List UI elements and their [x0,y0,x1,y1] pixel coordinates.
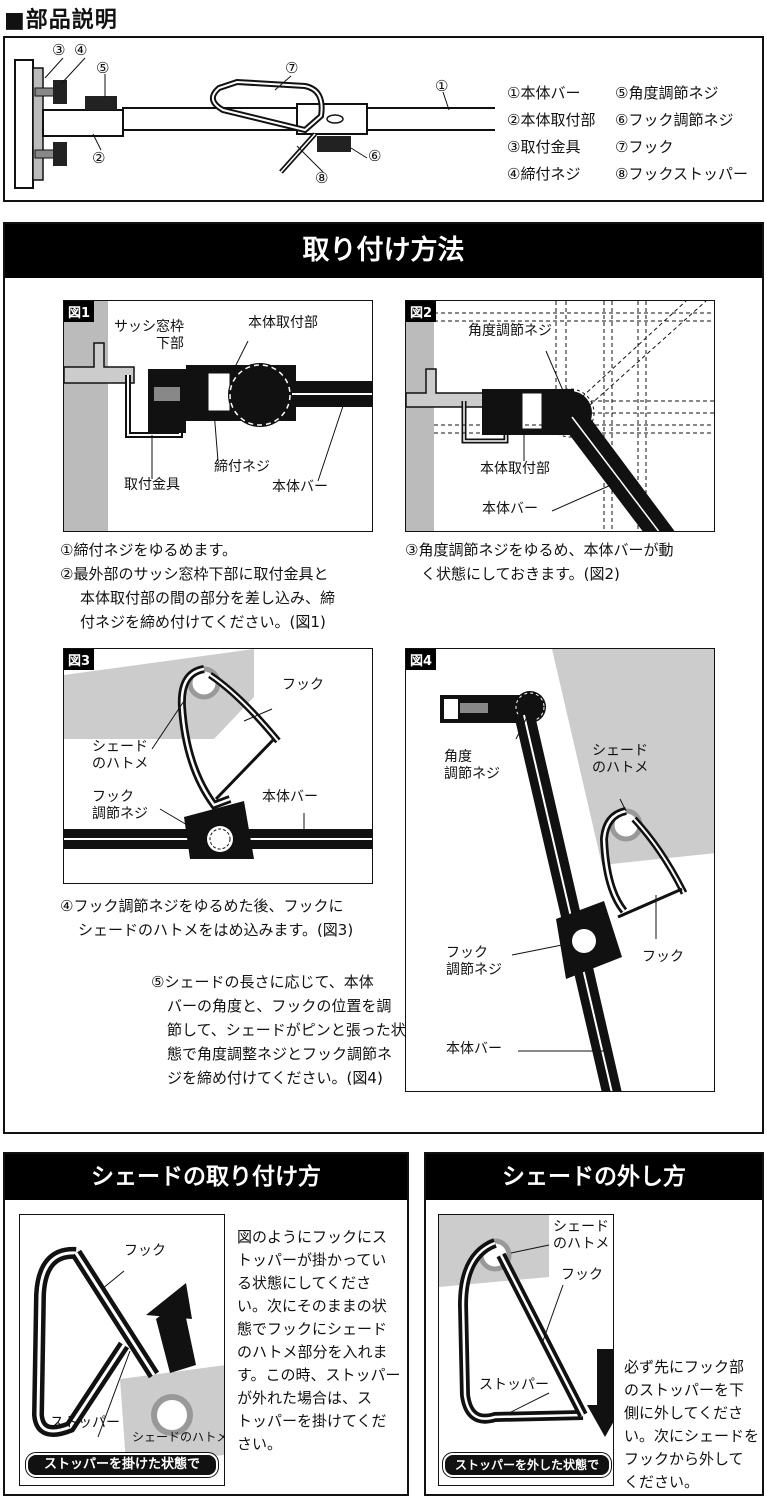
step-5-line1: ⑤シェードの長さに応じて、本体 [151,973,374,991]
figure-2: 図2 角度調節ネジ 本体取付部 本体バー [405,300,715,532]
label-hook: フック [561,1267,603,1283]
legend-item: ⑥フック調節ネジ [615,111,734,129]
step-3-line2: く状態にしておきます。(図2) [421,565,620,583]
figure-1: 図1 サッシ窓枠 下部 本体取付部 締付ネジ 取付金具 本体バー [63,300,373,532]
parts-legend: ①本体バー ⑤角度調節ネジ ②本体取付部 ⑥フック調節ネジ ③取付金具 ⑦フック… [507,82,763,184]
parts-title: ■部品説明 [4,8,118,33]
callout-6: ⑥ [368,147,382,165]
legend-item: ④締付ネジ [507,165,581,183]
callout-4: ④ [74,41,88,59]
step-5-line3: 節して、シェードがピンと張った状 [167,1021,406,1039]
attach-figure: フック ストッパー シェードのハトメ ストッパーを掛けた状態で [19,1214,225,1486]
label-hook: フック [282,677,324,693]
label-mount: 本体取付部 [248,315,318,331]
step-1: ①締付ネジをゆるめます。 [60,541,237,559]
callout-8: ⑧ [315,169,329,187]
remove-box: シェードの外し方 シェード のハトメ フック ストッパー ストッパーを外した状態… [424,1152,764,1496]
callout-7: ⑦ [285,59,299,77]
label-angle: 角度 調節ネジ [444,749,500,782]
legend-item: ①本体バー [507,84,581,102]
step-4-line2: シェードのハトメをはめ込みます。(図3) [78,921,354,939]
label-sash: サッシ窓枠 下部 [114,319,184,352]
label-hook: フック [124,1243,166,1259]
attach-box: シェードの取り付け方 フック ストッパー シェードのハトメ ストッパーを掛けた状… [3,1152,409,1496]
label-grommet: シェード のハトメ [592,743,649,777]
label-mount: 本体取付部 [480,461,550,478]
legend-item: ②本体取付部 [507,111,596,129]
step-2-line1: ②最外部のサッシ窓枠下部に取付金具と [60,565,329,583]
label-angle: 角度調節ネジ [468,323,552,340]
label-bracket: 取付金具 [124,477,180,493]
label-stopper: ストッパー [479,1377,549,1393]
step-5-line2: バーの角度と、フックの位置を調 [167,997,392,1015]
figure-3-tag: 図3 [64,649,95,670]
label-stopper: ストッパー [50,1415,120,1431]
legend-item: ⑤角度調節ネジ [615,84,719,102]
step-3-line1: ③角度調節ネジをゆるめ、本体バーが動 [405,541,674,559]
attach-title: シェードの取り付け方 [5,1154,407,1200]
figure-2-tag: 図2 [406,301,437,322]
label-grommet: シェード のハトメ [553,1219,610,1252]
figure-4: 図4 角度 調節ネジ シェード のハトメ フック フック 調節ネジ 本体バー [405,648,715,1092]
figure-4-tag: 図4 [406,649,437,670]
label-bar: 本体バー [262,789,318,805]
remove-condition-pill: ストッパーを外した状態で [442,1452,612,1478]
label-bar: 本体バー [272,479,328,495]
label-grommet: シェード のハトメ [92,739,149,772]
remove-title: シェードの外し方 [426,1154,762,1200]
parts-diagram [14,57,495,189]
attach-condition-pill: ストッパーを掛けた状態で [25,1452,219,1478]
label-hookscrew: フック 調節ネジ [92,789,148,822]
label-hookscrew: フック 調節ネジ [446,945,502,978]
callout-3: ③ [52,41,66,59]
step-5-line5: ジを締め付けてください。(図4) [167,1069,383,1087]
parts-box: ③ ④ ⑤ ⑦ ① ② ⑥ ⑧ ①本体バー ⑤角度調節ネジ ②本体取付部 ⑥フッ… [3,36,764,202]
label-bar: 本体バー [482,501,538,518]
step-2-line2: 本体取付部の間の部分を差し込み、締 [80,589,336,607]
attach-text: 図のようにフックにス トッパーが掛かってい る状態にしてくださ い。次にそのまま… [237,1228,401,1453]
step-5-line4: 態で角度調整ネジとフック調節ネ [167,1045,393,1063]
callout-2: ② [92,149,106,167]
legend-item: ⑦フック [615,138,674,156]
label-grommet: シェードのハトメ [132,1430,225,1444]
figure-3: 図3 フック シェード のハトメ フック 調節ネジ 本体バー [63,648,373,884]
label-screw: 締付ネジ [214,459,270,475]
callout-1: ① [435,77,449,95]
legend-item: ③取付金具 [507,138,581,156]
label-bar: 本体バー [446,1041,502,1057]
legend-item: ⑧フックストッパー [615,165,748,183]
remove-text: 必ず先にフック部 のストッパーを下 側に外してくださ い。次にシェードを フック… [624,1358,760,1491]
step-4-line1: ④フック調節ネジをゆるめた後、フックに [60,897,344,915]
install-box: 取り付け方法 図1 サッシ窓枠 下部 本体取付部 締付ネジ 取付金具 本体バー [3,222,764,1134]
remove-figure: シェード のハトメ フック ストッパー ストッパーを外した状態で [438,1214,614,1486]
install-title: 取り付け方法 [5,224,762,278]
figure-1-tag: 図1 [64,301,95,322]
callout-5: ⑤ [96,59,110,77]
label-hook: フック [642,949,684,965]
step-2-line3: 付ネジを締め付けてください。(図1) [80,613,326,631]
